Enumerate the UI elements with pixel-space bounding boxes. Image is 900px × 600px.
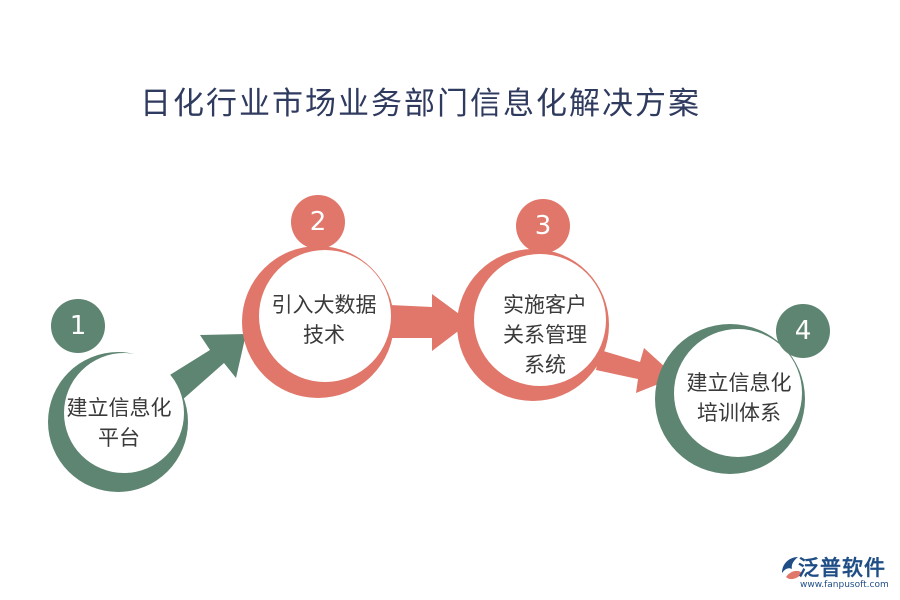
step-3-label-line-3: 系统 xyxy=(524,353,566,377)
fanpu-logo-icon xyxy=(782,557,802,580)
step-4-label-line-1: 建立信息化 xyxy=(686,371,792,395)
brand-logo: 泛普软件 www.fanpusoft.com xyxy=(772,550,897,596)
step-4-number: 4 xyxy=(794,316,812,346)
step-3-number: 3 xyxy=(534,211,552,241)
step-2-label: 引入大数据 技术 xyxy=(249,290,399,350)
step-2-number: 2 xyxy=(309,207,327,237)
page-title: 日化行业市场业务部门信息化解决方案 xyxy=(140,86,701,122)
arrow-1-to-2 xyxy=(165,334,246,401)
step-1-label-line-1: 建立信息化 xyxy=(66,396,172,420)
step-1 xyxy=(48,299,188,492)
step-3-label-line-2: 关系管理 xyxy=(503,323,587,347)
step-1-number: 1 xyxy=(69,311,87,341)
step-1-label: 建立信息化 平台 xyxy=(44,393,194,453)
step-4 xyxy=(655,304,830,474)
step-2-label-line-2: 技术 xyxy=(303,323,345,347)
step-2 xyxy=(242,195,394,398)
step-4-label-line-2: 培训体系 xyxy=(697,401,781,425)
step-3-label: 实施客户 关系管理 系统 xyxy=(470,290,620,380)
step-1-label-line-2: 平台 xyxy=(98,426,140,450)
brand-name: 泛普软件 xyxy=(798,556,886,580)
arrow-3-to-4 xyxy=(596,348,676,393)
step-2-label-line-1: 引入大数据 xyxy=(271,293,377,317)
step-4-label: 建立信息化 培训体系 xyxy=(664,368,814,428)
brand-url: www.fanpusoft.com xyxy=(800,580,889,590)
arrow-2-to-3 xyxy=(390,294,470,351)
step-3-label-line-1: 实施客户 xyxy=(503,293,587,317)
step-3 xyxy=(457,199,609,401)
